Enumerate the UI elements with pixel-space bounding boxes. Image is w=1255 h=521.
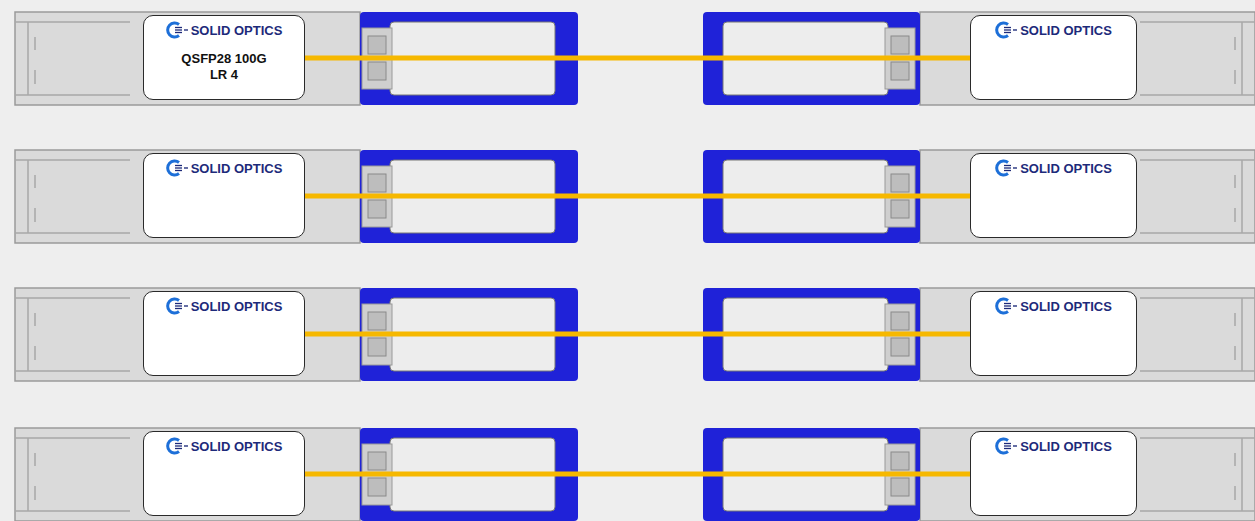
transceiver-pair	[15, 288, 1255, 381]
lc-ferrule	[368, 62, 386, 80]
transceiver-label: SOLID OPTICS	[970, 153, 1137, 238]
brand-name: SOLID OPTICS	[191, 439, 283, 454]
lc-ferrule	[368, 200, 386, 218]
transceiver-pair	[15, 12, 1255, 105]
lc-ferrule	[368, 312, 386, 330]
lc-ferrule	[891, 174, 909, 192]
brand-logo	[995, 21, 1017, 39]
brand-row: SOLID OPTICS	[166, 159, 283, 177]
brand-logo	[166, 159, 188, 177]
brand-name: SOLID OPTICS	[1020, 299, 1112, 314]
brand-row: SOLID OPTICS	[995, 159, 1112, 177]
lc-ferrule	[368, 174, 386, 192]
lc-ferrule	[891, 200, 909, 218]
brand-row: SOLID OPTICS	[166, 437, 283, 455]
brand-logo	[995, 437, 1017, 455]
transceiver-pair	[15, 428, 1255, 521]
brand-name: SOLID OPTICS	[191, 23, 283, 38]
housing-detail	[15, 298, 130, 371]
transceiver-label: SOLID OPTICS	[970, 431, 1137, 516]
brand-row: SOLID OPTICS	[166, 21, 283, 39]
module-housing	[920, 12, 1255, 105]
brand-name: SOLID OPTICS	[1020, 23, 1112, 38]
fiber-cable	[305, 332, 970, 337]
lc-ferrule	[891, 312, 909, 330]
brand-row: SOLID OPTICS	[166, 297, 283, 315]
brand-row: SOLID OPTICS	[995, 437, 1112, 455]
lc-ferrule	[891, 62, 909, 80]
brand-logo	[995, 297, 1017, 315]
module-type: QSFP28 100G LR 4	[174, 51, 274, 83]
lc-ferrule	[368, 36, 386, 54]
lc-ferrule	[891, 478, 909, 496]
brand-name: SOLID OPTICS	[1020, 161, 1112, 176]
lc-ferrule	[368, 338, 386, 356]
transceiver-label: SOLID OPTICS	[143, 153, 305, 238]
housing-detail	[1140, 22, 1255, 95]
module-housing	[920, 150, 1255, 243]
brand-logo	[166, 21, 188, 39]
transceiver-pair	[15, 150, 1255, 243]
fiber-cable	[305, 472, 970, 477]
transceiver-label: SOLID OPTICS	[143, 431, 305, 516]
brand-logo	[166, 437, 188, 455]
brand-logo	[166, 297, 188, 315]
brand-row: SOLID OPTICS	[995, 21, 1112, 39]
brand-row: SOLID OPTICS	[995, 297, 1112, 315]
brand-name: SOLID OPTICS	[1020, 439, 1112, 454]
lc-ferrule	[891, 36, 909, 54]
housing-detail	[1140, 438, 1255, 511]
transceiver-label: SOLID OPTICS	[970, 291, 1137, 376]
housing-detail	[15, 438, 130, 511]
brand-name: SOLID OPTICS	[191, 299, 283, 314]
fiber-cable	[305, 56, 970, 61]
brand-logo	[995, 159, 1017, 177]
fiber-cable	[305, 194, 970, 199]
transceiver-label: SOLID OPTICS QSFP28 100G LR 4	[143, 15, 305, 100]
housing-detail	[15, 160, 130, 233]
housing-detail	[1140, 160, 1255, 233]
lc-ferrule	[891, 338, 909, 356]
module-housing	[920, 428, 1255, 521]
lc-ferrule	[368, 452, 386, 470]
housing-detail	[1140, 298, 1255, 371]
module-housing	[920, 288, 1255, 381]
transceiver-label: SOLID OPTICS	[143, 291, 305, 376]
lc-ferrule	[891, 452, 909, 470]
transceiver-label: SOLID OPTICS	[970, 15, 1137, 100]
housing-detail	[15, 22, 130, 95]
lc-ferrule	[368, 478, 386, 496]
brand-name: SOLID OPTICS	[191, 161, 283, 176]
